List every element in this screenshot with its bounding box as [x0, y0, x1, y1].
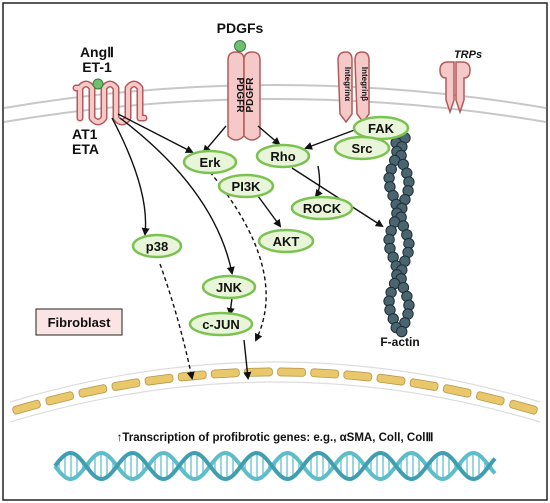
- node-erk: Erk: [182, 149, 238, 175]
- at1-eta-receptor: [72, 80, 148, 126]
- node-fak-label: FAK: [368, 121, 395, 136]
- nuclear-pore-segment: [244, 367, 273, 377]
- arrow-fak-to-rho: [304, 127, 361, 150]
- fibroblast-box: Fibroblast: [35, 308, 123, 336]
- nuclear-pore-segment: [45, 391, 75, 406]
- nuclear-envelope: [9, 361, 541, 423]
- node-erk-label: Erk: [200, 155, 222, 170]
- arrow-jnk-to-cjun: [226, 297, 235, 316]
- node-akt-label: AKT: [273, 234, 300, 249]
- dna-strand-1: [53, 450, 497, 482]
- node-cjun: c-JUN: [188, 311, 254, 337]
- pdgfr-receptor: [227, 51, 261, 141]
- node-rock-label: ROCK: [303, 201, 342, 216]
- nuclear-pore-segment: [111, 378, 141, 391]
- node-akt: AKT: [257, 228, 315, 254]
- actin-bead: [396, 325, 408, 338]
- arrow-p38-to-nucleus-dashed: [159, 263, 195, 380]
- node-rho-label: Rho: [270, 149, 295, 164]
- node-pi3k: PI3K: [217, 173, 275, 199]
- nuclear-pore-segment: [442, 384, 472, 398]
- nuclear-pore-segment: [409, 378, 439, 391]
- f-actin-label: F-actin: [380, 335, 419, 349]
- arrow-cjun-to-nucleus: [243, 339, 252, 380]
- integrin-receptor: [337, 51, 370, 124]
- receptor-pdgfr-label-1: PDGFR: [234, 78, 245, 114]
- nuclear-pore-segment: [475, 391, 505, 406]
- pdgfs-ligand-dot: [234, 40, 246, 52]
- receptor-at1-label: AT1: [72, 126, 98, 142]
- arrow-at1-to-erk: [117, 113, 194, 153]
- nuclear-pore-segment: [509, 399, 538, 415]
- node-src-label: Src: [352, 141, 373, 156]
- arrow-pi3k-to-akt: [257, 195, 282, 228]
- arrow-pdgfr-to-rho: [257, 125, 281, 146]
- nuclear-pore-segment: [210, 368, 240, 379]
- node-jnk-label: JNK: [216, 280, 243, 295]
- nuclear-pore-segment: [376, 373, 406, 386]
- node-src: Src: [333, 135, 391, 161]
- receptor-pdgfr-label-2: PDGFR: [245, 77, 256, 113]
- arrow-at1-to-p38: [111, 117, 150, 236]
- arrow-pdgfr-to-erk: [202, 125, 227, 154]
- nuclear-pore-segment: [343, 370, 373, 382]
- nuclear-pore-segment: [12, 399, 41, 415]
- arrow-rho-to-factin: [291, 167, 384, 228]
- ligand-et1-label: ET-1: [82, 59, 112, 75]
- receptor-trps-label: TRPs: [454, 49, 482, 61]
- trps-channel: [439, 61, 471, 115]
- nuclear-pore-segment: [78, 384, 108, 398]
- arrow-rho-to-rock: [314, 165, 323, 198]
- node-cjun-label: c-JUN: [202, 317, 240, 332]
- ligand-pdgfs-label: PDGFs: [217, 20, 264, 36]
- angii-ligand-dot: [92, 78, 104, 90]
- node-p38-label: p38: [146, 239, 168, 254]
- node-rho: Rho: [255, 143, 311, 169]
- node-p38: p38: [131, 233, 183, 259]
- nuclear-pore-segment: [310, 368, 340, 379]
- receptor-eta-label: ETA: [72, 141, 99, 157]
- transcription-label: ↑Transcription of profibrotic genes: e.g…: [117, 431, 434, 444]
- ligand-angii-label: AngⅡ: [80, 44, 114, 60]
- node-jnk: JNK: [201, 274, 257, 300]
- nuclear-pore-segment: [144, 373, 174, 386]
- receptor-integrin-alpha-label: Integrinα: [343, 67, 352, 101]
- node-fak: FAK: [352, 115, 410, 141]
- receptor-integrin-beta-label: Integrinβ: [360, 67, 369, 101]
- dna-helix: [53, 450, 497, 482]
- node-rock: ROCK: [290, 195, 354, 221]
- nuclear-pore-segment: [277, 367, 306, 377]
- dna-strand-2: [53, 450, 497, 482]
- arrow-at1-to-jnk: [119, 117, 235, 275]
- fibroblast-label: Fibroblast: [48, 315, 112, 330]
- node-pi3k-label: PI3K: [232, 179, 262, 194]
